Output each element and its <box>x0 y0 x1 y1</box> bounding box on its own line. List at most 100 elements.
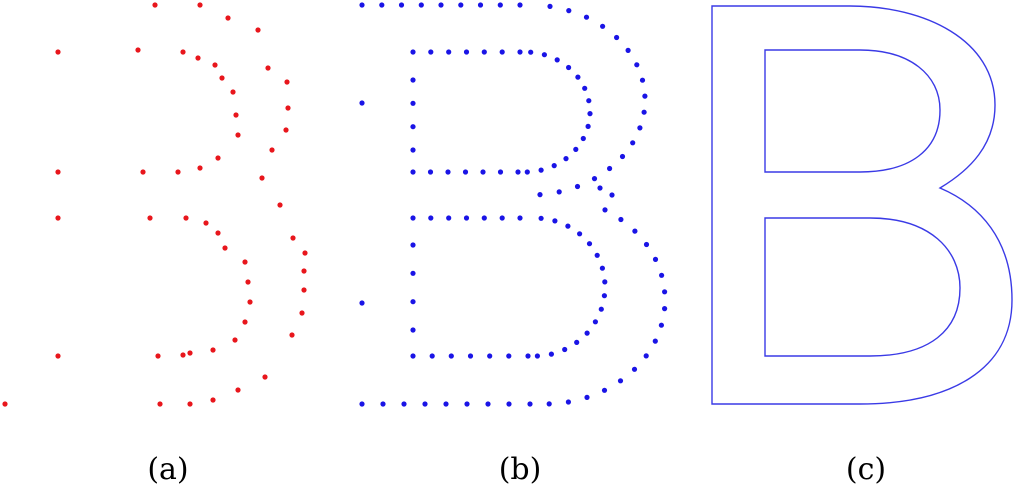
panel-a-sparse-points <box>2 2 308 407</box>
red-sample-point <box>219 75 225 81</box>
blue-sample-point <box>641 109 647 115</box>
red-sample-point <box>299 310 305 316</box>
red-sample-point <box>215 155 221 161</box>
red-sample-point <box>155 353 161 359</box>
blue-sample-point <box>458 2 464 8</box>
red-sample-point <box>301 287 307 293</box>
red-sample-point <box>215 230 221 236</box>
blue-sample-point <box>410 77 416 83</box>
blue-sample-point <box>565 223 571 229</box>
blue-sample-point <box>659 272 665 278</box>
blue-sample-point <box>546 401 552 407</box>
blue-sample-point <box>602 207 608 213</box>
blue-sample-point <box>517 49 523 55</box>
blue-sample-point <box>600 23 606 29</box>
blue-sample-point <box>575 74 581 80</box>
blue-sample-point <box>380 401 386 407</box>
blue-sample-point <box>643 353 649 359</box>
blue-sample-point <box>438 2 444 8</box>
red-sample-point <box>175 169 181 175</box>
blue-sample-point <box>652 338 658 344</box>
red-sample-point <box>262 374 268 380</box>
red-sample-point <box>135 47 141 53</box>
red-sample-point <box>2 401 8 407</box>
blue-sample-point <box>582 85 588 91</box>
red-sample-point <box>55 353 61 359</box>
upper-counter-contour <box>764 49 941 173</box>
blue-sample-point <box>541 52 548 58</box>
caption-a: (a) <box>147 452 189 487</box>
figure-svg <box>2 2 1013 407</box>
blue-sample-point <box>499 49 505 55</box>
blue-sample-point <box>443 401 449 407</box>
blue-sample-point <box>463 215 470 221</box>
blue-sample-point <box>480 169 486 175</box>
red-sample-point <box>180 352 186 358</box>
blue-sample-point <box>534 353 541 359</box>
blue-sample-point <box>577 231 583 237</box>
red-sample-point <box>242 259 248 265</box>
blue-sample-point <box>566 8 572 14</box>
blue-sample-point <box>448 353 454 359</box>
blue-sample-point <box>410 270 416 276</box>
blue-sample-point <box>538 215 544 221</box>
blue-sample-point <box>517 215 523 221</box>
blue-sample-point <box>487 353 493 359</box>
blue-sample-point <box>594 252 600 258</box>
lower-counter-contour <box>764 217 961 357</box>
blue-sample-point <box>410 100 416 106</box>
red-sample-point <box>210 397 216 403</box>
blue-sample-point <box>619 153 626 160</box>
blue-sample-point <box>428 215 434 221</box>
red-sample-point <box>157 401 163 407</box>
blue-sample-point <box>562 346 568 353</box>
blue-sample-point <box>617 378 624 384</box>
blue-sample-point <box>410 49 416 55</box>
blue-sample-point <box>634 62 640 68</box>
blue-sample-point <box>637 125 643 131</box>
outer-contour <box>711 5 1013 405</box>
red-sample-point <box>235 132 241 138</box>
blue-sample-point <box>551 163 557 169</box>
red-sample-point <box>269 147 275 153</box>
blue-sample-point <box>601 387 608 393</box>
blue-sample-point <box>506 353 512 359</box>
red-sample-point <box>55 169 61 175</box>
red-sample-point <box>152 2 158 8</box>
blue-sample-point <box>401 401 407 407</box>
panel-b-dense-points <box>359 2 668 407</box>
red-sample-point <box>225 15 231 21</box>
red-sample-point <box>195 55 201 61</box>
red-sample-point <box>180 49 186 55</box>
blue-sample-point <box>499 215 505 221</box>
red-sample-point <box>265 65 271 71</box>
red-sample-point <box>245 279 251 285</box>
blue-sample-point <box>497 169 504 175</box>
blue-sample-point <box>410 353 416 359</box>
blue-sample-point <box>658 322 665 328</box>
blue-sample-point <box>587 111 593 117</box>
blue-sample-point <box>410 242 416 248</box>
blue-sample-point <box>446 49 452 55</box>
blue-sample-point <box>591 176 598 182</box>
blue-sample-point <box>359 300 365 306</box>
blue-sample-point <box>573 146 579 152</box>
red-sample-point <box>232 337 238 343</box>
blue-sample-point <box>607 165 613 172</box>
blue-sample-point <box>584 394 590 400</box>
red-sample-point <box>140 169 146 175</box>
red-sample-point <box>212 62 218 68</box>
blue-sample-point <box>631 366 638 372</box>
red-sample-point <box>242 319 248 325</box>
red-sample-point <box>283 127 289 133</box>
blue-sample-point <box>446 215 452 221</box>
blue-sample-point <box>481 215 487 221</box>
red-sample-point <box>183 215 189 221</box>
red-sample-point <box>187 350 193 356</box>
blue-sample-point <box>632 228 638 234</box>
red-sample-point <box>197 2 203 8</box>
blue-sample-point <box>464 401 470 407</box>
blue-sample-point <box>556 189 562 195</box>
blue-sample-point <box>359 401 365 407</box>
